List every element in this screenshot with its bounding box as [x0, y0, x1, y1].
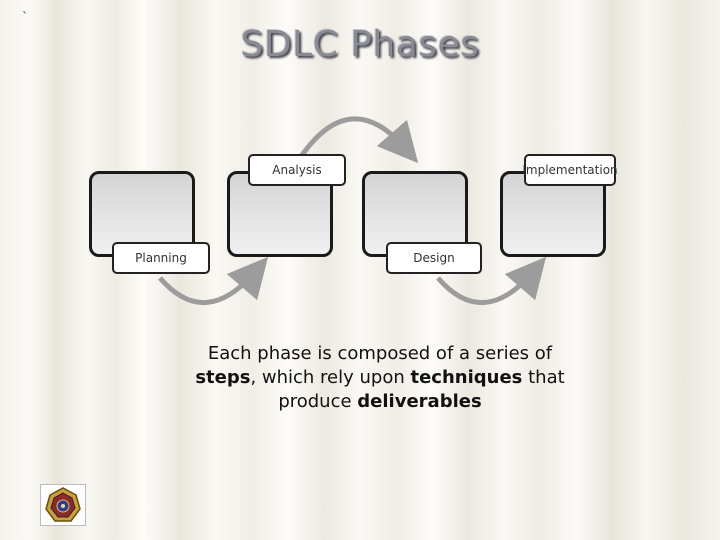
caption-line1: Each phase is composed of a series of	[207, 343, 553, 364]
phase-description: Each phase is composed of a series of st…	[170, 342, 590, 414]
corner-mark: `	[22, 10, 28, 24]
term-deliverables: deliverables	[357, 391, 482, 412]
arrow-design-to-implementation	[436, 256, 547, 305]
arrow-analysis-to-implementation	[297, 116, 419, 164]
arrow-planning-to-analysis	[158, 256, 269, 305]
phase-label-design: Design	[386, 242, 482, 274]
term-techniques: techniques	[410, 367, 523, 388]
phase-label-analysis: Analysis	[248, 154, 346, 186]
term-steps: steps	[195, 367, 251, 388]
phase-label-planning: Planning	[112, 242, 210, 274]
phase-label-implementation: Implementation	[522, 154, 618, 186]
caption-line3: that produce	[278, 367, 565, 412]
slide-title: SDLC Phases	[240, 24, 480, 65]
caption-line2: , which rely upon	[250, 367, 405, 388]
institution-seal-icon	[40, 484, 86, 526]
